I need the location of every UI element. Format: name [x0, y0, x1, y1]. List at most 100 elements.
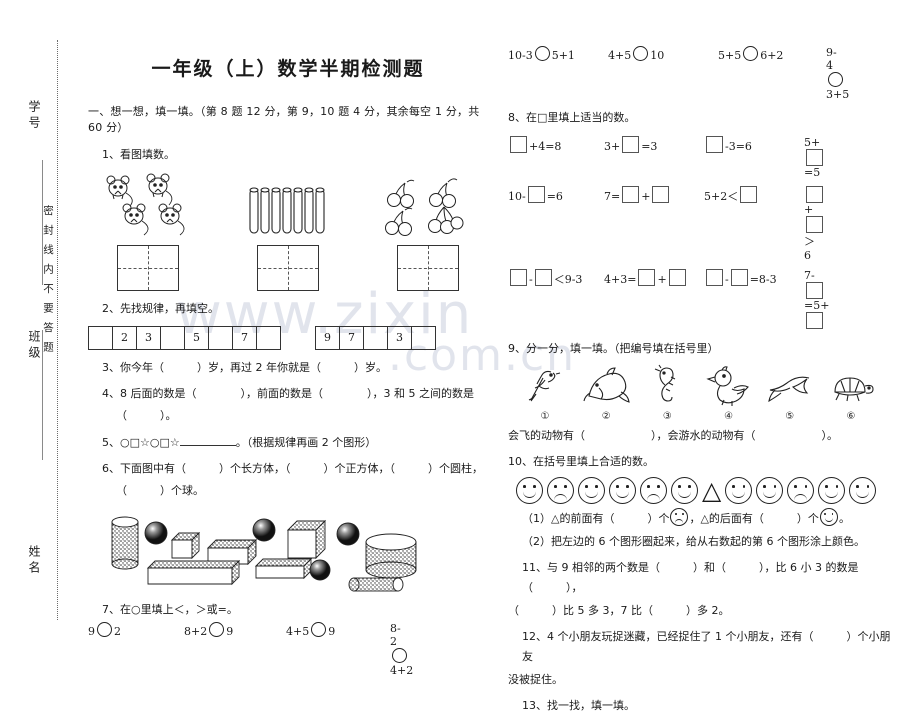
- question-11-line-2: （ ）比 5 多 3，7 比（ ）多 2。: [508, 603, 730, 617]
- sequence-cell[interactable]: 7: [340, 325, 364, 350]
- animal-number-6: ⑥: [846, 410, 856, 422]
- answer-box[interactable]: [510, 136, 527, 154]
- sequence-cell[interactable]: 3: [388, 325, 412, 350]
- answer-grid-mice[interactable]: [117, 245, 179, 292]
- answer-box[interactable]: [806, 149, 823, 167]
- box-equation: 10-=6: [508, 186, 604, 262]
- smile-face-icon: [609, 477, 636, 505]
- question-1-label: 1、看图填数。: [102, 148, 175, 161]
- answer-grid-sticks[interactable]: [257, 245, 319, 292]
- swallow-icon: [768, 376, 809, 402]
- seal-line-top: [42, 160, 43, 285]
- sequence-cell[interactable]: [257, 325, 281, 350]
- answer-box[interactable]: [527, 186, 545, 204]
- comparison-circle[interactable]: [209, 622, 225, 638]
- comparison-circle[interactable]: [534, 46, 550, 61]
- equation-text: -: [725, 273, 729, 287]
- answer-grid-cherries[interactable]: [397, 245, 459, 292]
- answer-box[interactable]: [510, 269, 527, 287]
- animal-number-4: ④: [724, 410, 734, 422]
- question-5-text: 5、○□☆○□☆。（根据规律再画 2 个图形）: [88, 433, 488, 453]
- comparison-left: 5+5: [718, 49, 742, 62]
- smile-face-mini-icon: [819, 508, 838, 527]
- comparison-circle[interactable]: [633, 46, 649, 61]
- answer-box[interactable]: [622, 136, 640, 154]
- answer-box[interactable]: [706, 136, 723, 154]
- comparison-circle[interactable]: [828, 72, 843, 87]
- answer-box[interactable]: [706, 269, 723, 287]
- question-1-pictures: [88, 167, 488, 241]
- student-id-label: 学号: [27, 100, 41, 132]
- equation-text: =3: [641, 140, 658, 154]
- question-5-blank[interactable]: [179, 434, 236, 446]
- sequence-cell[interactable]: [89, 325, 113, 350]
- bird-icon: [528, 370, 561, 402]
- box-equation: -＜9-3: [508, 269, 604, 329]
- box-equation: -=8-3: [704, 269, 804, 329]
- equation-text: 5+: [804, 136, 821, 150]
- question-7-label: 7、在○里填上＜，＞或=。: [102, 602, 238, 616]
- sequence-cell[interactable]: 2: [113, 325, 137, 350]
- answer-box[interactable]: [668, 269, 686, 287]
- q10-sub1-part-b: ，△的后面有（ ）个: [689, 512, 819, 526]
- seal-line-bottom: [42, 330, 43, 460]
- answer-box[interactable]: [806, 186, 823, 204]
- comparison-right: 3+5: [826, 88, 850, 101]
- smile-face-icon: [725, 477, 753, 505]
- duck-icon: [705, 365, 749, 406]
- sequence-cell[interactable]: [412, 325, 436, 350]
- comparison-circle[interactable]: [311, 622, 327, 638]
- comparison-left: 10-3: [508, 49, 533, 62]
- sequence-cell[interactable]: 9: [316, 325, 340, 350]
- answer-box[interactable]: [806, 312, 823, 330]
- question-1-answer-boxes: [88, 245, 488, 292]
- question-10-faces-row: △: [516, 477, 900, 505]
- q10-sub1-part-c: 。: [838, 512, 850, 526]
- comparison-left: 4+5: [608, 49, 632, 62]
- answer-box[interactable]: [638, 269, 656, 287]
- sad-face-icon: [640, 477, 667, 505]
- equation-text: ＞6: [804, 235, 815, 263]
- sequence-cell[interactable]: 7: [233, 325, 257, 350]
- comparison-circle[interactable]: [392, 648, 407, 664]
- answer-box[interactable]: [534, 269, 552, 287]
- answer-box[interactable]: [806, 216, 823, 234]
- sequence-cell[interactable]: [364, 325, 388, 350]
- comparison-circle[interactable]: [743, 46, 759, 61]
- box-equation: 7=+: [604, 186, 704, 262]
- answer-box[interactable]: [622, 186, 640, 204]
- class-label: 班级: [27, 330, 41, 362]
- sequence-cell[interactable]: [161, 325, 185, 350]
- equation-text: 10-: [508, 190, 526, 204]
- comparison-right: 6+2: [760, 49, 784, 62]
- seal-dotted-line: [57, 40, 58, 620]
- animal-swallow: ⑤: [763, 372, 817, 422]
- answer-box[interactable]: [652, 186, 670, 204]
- equation-text: 5+2＜: [704, 190, 739, 204]
- question-10-label: 10、在括号里填上合适的数。: [508, 455, 654, 469]
- turtle-icon: [834, 377, 874, 401]
- answer-box[interactable]: [806, 282, 823, 300]
- answer-box[interactable]: [740, 186, 758, 204]
- comparison-circle[interactable]: [97, 622, 112, 638]
- answer-box[interactable]: [730, 269, 748, 287]
- cherries-icon: [385, 178, 464, 237]
- comparison-left: 8+2: [184, 625, 208, 639]
- smile-face-icon: [578, 477, 605, 505]
- sequence-cell[interactable]: [209, 325, 233, 350]
- animal-number-1: ①: [540, 410, 550, 422]
- equation-text: 7=: [604, 190, 621, 204]
- smile-face-icon: [818, 477, 846, 505]
- box-equation: -3=6: [704, 136, 804, 179]
- sequence-cell[interactable]: 5: [185, 325, 209, 350]
- comparison-right: 10: [650, 49, 665, 62]
- comparison-right: 2: [114, 625, 121, 639]
- sequence-cell[interactable]: 3: [137, 325, 161, 350]
- comparison-right: 9: [328, 625, 336, 639]
- question-6-line-2: （ ）个球。: [116, 484, 204, 498]
